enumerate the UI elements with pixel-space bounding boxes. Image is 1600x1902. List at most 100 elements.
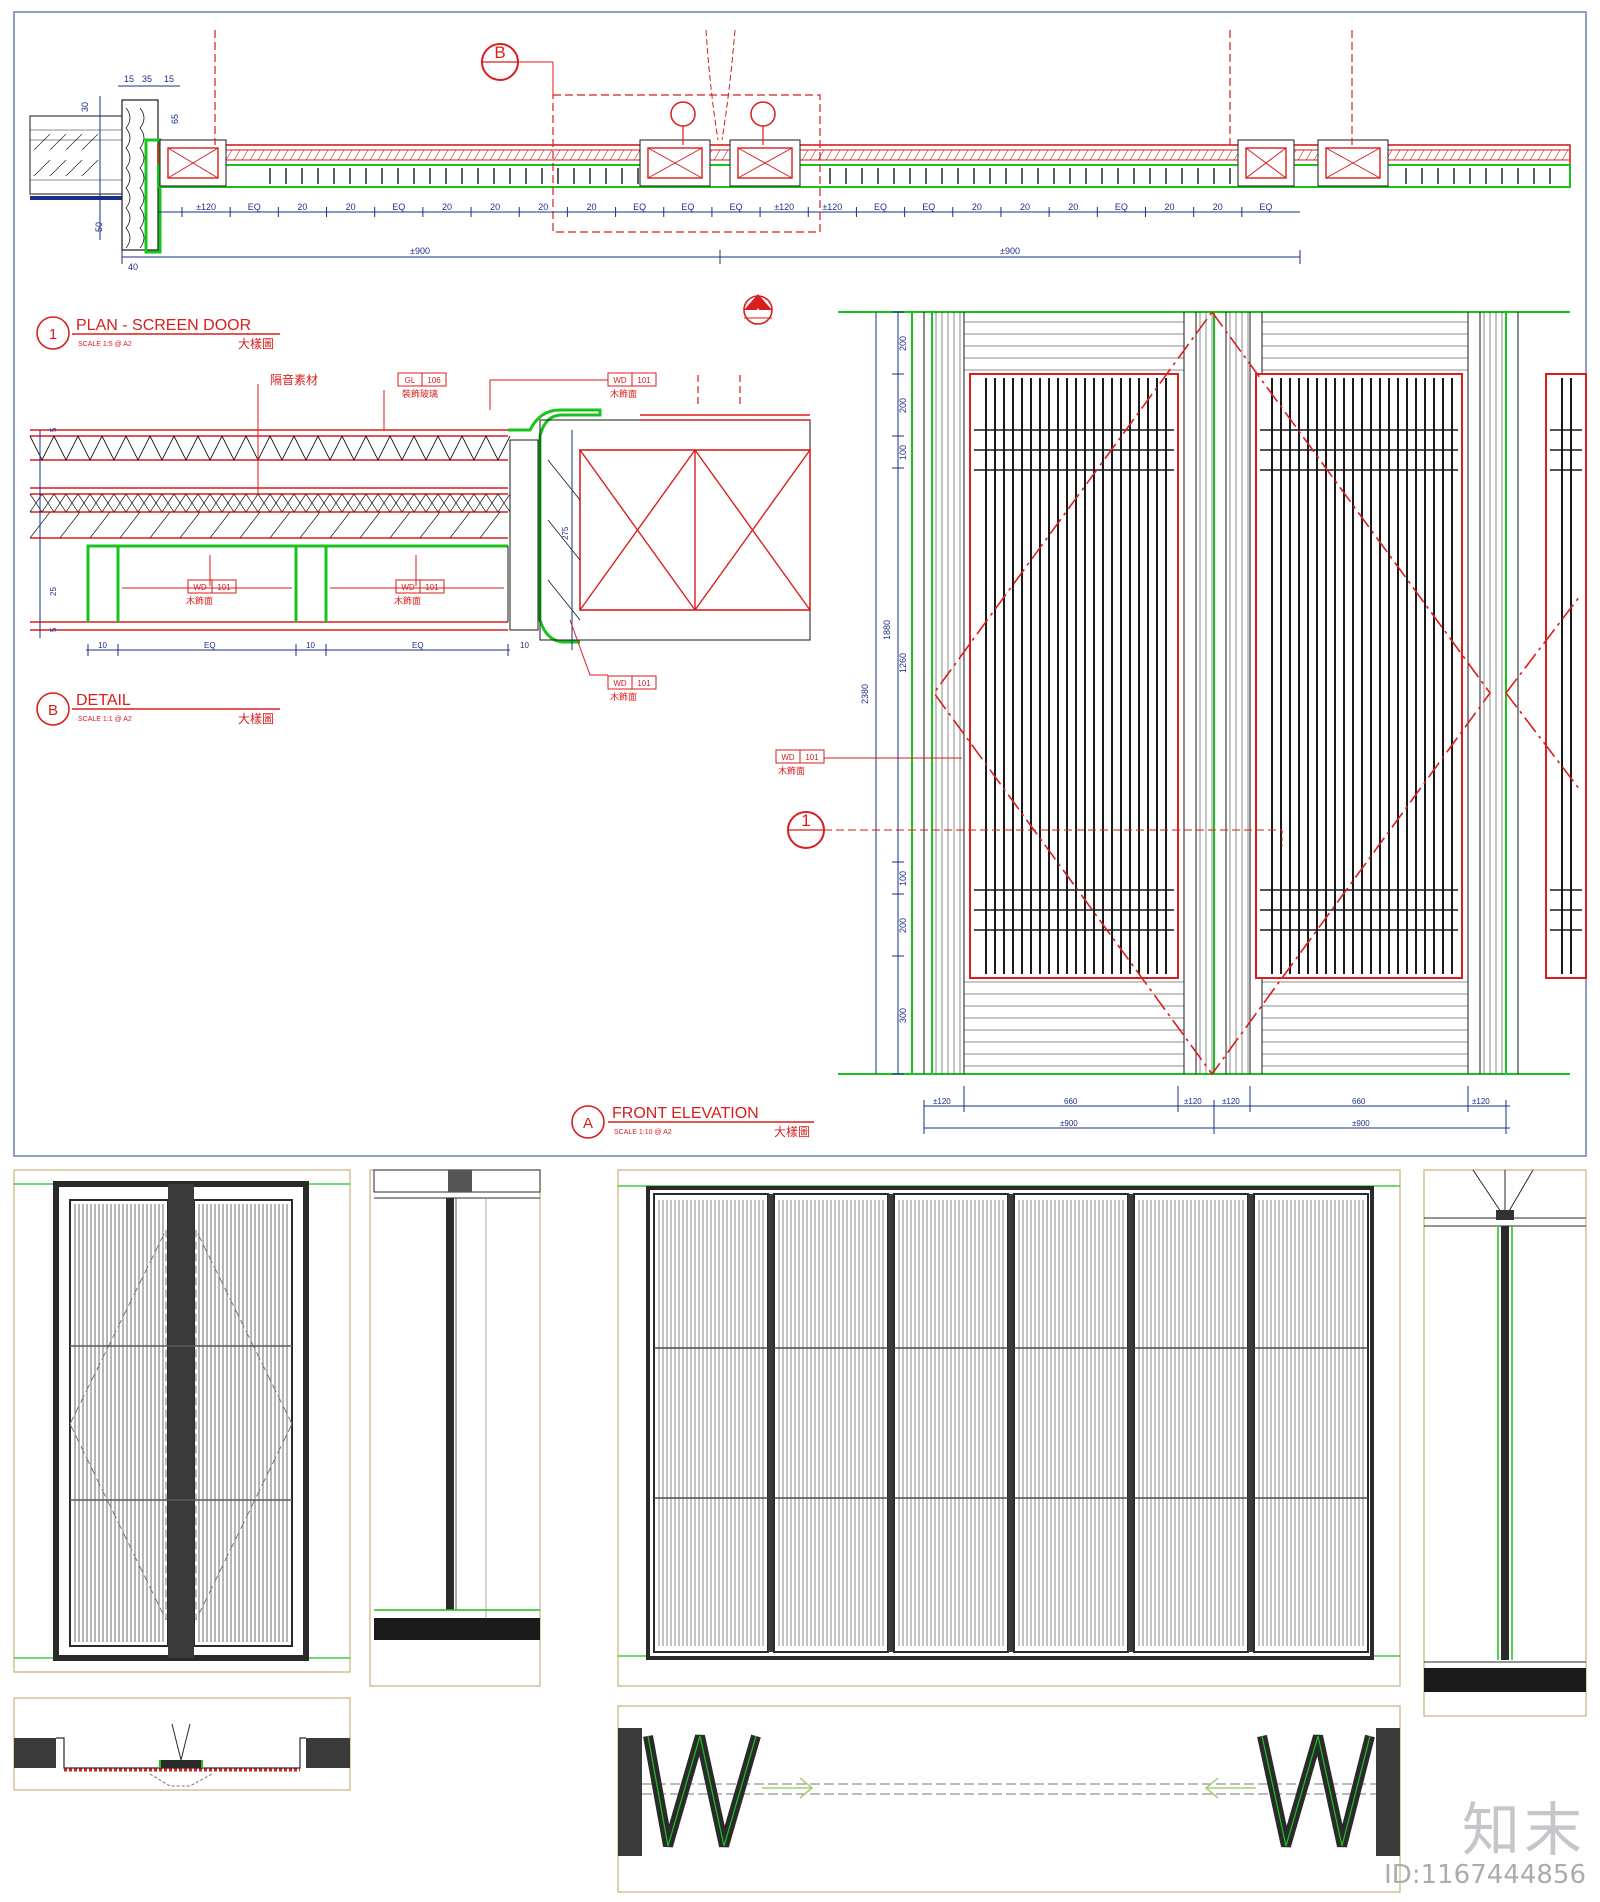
plan-dim-label: ±120 xyxy=(774,202,794,212)
plan-dim-label: EQ xyxy=(1115,202,1128,212)
elev-v-dim: 200 xyxy=(898,398,908,413)
watermark-id: ID:1167444856 xyxy=(1384,1860,1586,1890)
section-a-marker: A xyxy=(754,307,762,319)
elev-bottom-dim-3: ±120 xyxy=(1184,1097,1202,1106)
svg-text:裝飾玻璃: 裝飾玻璃 xyxy=(402,388,438,400)
plan-title-number: 1 xyxy=(49,326,57,343)
detail-dim-h-3: 10 xyxy=(306,641,315,650)
elev-v-dim: 200 xyxy=(898,918,908,933)
elev-bottom-dim-6: ±120 xyxy=(1472,1097,1490,1106)
elevation-title-text: FRONT ELEVATION xyxy=(612,1105,759,1122)
svg-text:木飾面: 木飾面 xyxy=(186,595,213,607)
elevation-title-cn: 大樣圖 xyxy=(774,1124,810,1139)
plan-dim-label: 20 xyxy=(346,202,356,212)
svg-text:木飾面: 木飾面 xyxy=(394,595,421,607)
detail-dim-h-2: EQ xyxy=(204,641,216,650)
plan-top-dim-3: 15 xyxy=(164,74,174,84)
preview-six-panel-elevation xyxy=(618,1185,1400,1660)
plan-title-cn: 大樣圖 xyxy=(238,336,274,351)
plan-dim-label: 20 xyxy=(1165,202,1175,212)
plan-left-dim-2: 65 xyxy=(170,114,180,124)
svg-text:WD: WD xyxy=(781,753,795,762)
elev-bottom-dim-5: 660 xyxy=(1352,1097,1366,1106)
plan-dim-label: 20 xyxy=(1213,202,1223,212)
plan-dim-label: EQ xyxy=(729,202,742,212)
svg-text:木飾面: 木飾面 xyxy=(778,765,805,777)
elev-bottom-dim-4: ±120 xyxy=(1222,1097,1240,1106)
plan-dim-label: ±120 xyxy=(822,202,842,212)
detail-dim-h-5: 10 xyxy=(520,641,529,650)
plan-dim-label: ±120 xyxy=(196,202,216,212)
plan-title-block: 1 PLAN - SCREEN DOOR SCALE 1:5 @ A2 大樣圖 xyxy=(36,316,280,351)
svg-text:101: 101 xyxy=(637,376,651,385)
svg-text:101: 101 xyxy=(805,753,819,762)
elev-frame-height: 1880 xyxy=(882,620,892,640)
plan-top-dim-1: 15 xyxy=(124,74,134,84)
plan-title-scale: SCALE 1:5 @ A2 xyxy=(78,341,132,348)
plan-left-dim-4: 40 xyxy=(128,262,138,272)
plan-dim-label: 20 xyxy=(586,202,596,212)
plan-dim-label: EQ xyxy=(633,202,646,212)
svg-text:101: 101 xyxy=(217,583,231,592)
svg-text:WD: WD xyxy=(193,583,207,592)
plan-dim-label: 20 xyxy=(297,202,307,212)
svg-text:木飾面: 木飾面 xyxy=(610,388,637,400)
plan-dim-label: 20 xyxy=(442,202,452,212)
plan-dim-label: EQ xyxy=(1259,202,1272,212)
elev-v-dim: 100 xyxy=(898,871,908,886)
gl-106-tag: GL 106 裝飾玻璃 xyxy=(397,372,447,400)
detail-dim-v-4: 275 xyxy=(561,526,570,540)
elev-bottom-dim-2: 660 xyxy=(1064,1097,1078,1106)
plan-left-dim-1: 30 xyxy=(80,102,90,112)
svg-text:GL: GL xyxy=(405,376,416,385)
svg-text:WD: WD xyxy=(613,679,627,688)
elev-bottom-total-2: ±900 xyxy=(1352,1119,1370,1128)
svg-text:WD: WD xyxy=(401,583,415,592)
plan-dim-label: EQ xyxy=(681,202,694,212)
wd-101-tag-right: WD 101 木飾面 xyxy=(394,579,445,607)
plan-overall-dim-1: ±900 xyxy=(410,246,430,256)
plan-dim-label: 20 xyxy=(490,202,500,212)
svg-text:106: 106 xyxy=(427,376,441,385)
detail-title-block: B DETAIL SCALE 1:1 @ A2 大樣圖 xyxy=(36,692,280,726)
plan-overall-dim-2: ±900 xyxy=(1000,246,1020,256)
elevation-title-number: A xyxy=(583,1115,593,1132)
plan-left-dim-3: 50 xyxy=(94,222,104,232)
preview-two-panel-door xyxy=(14,1181,350,1661)
watermark: 知末 ID:1167444856 xyxy=(1384,1800,1586,1890)
detail-dim-v-1: 5 xyxy=(49,427,58,432)
svg-text:101: 101 xyxy=(637,679,651,688)
elev-wd-101-tag: WD 101 木飾面 xyxy=(775,749,962,777)
plan-screen-door: B ±120 EQ 20 20 EQ 20 20 20 20 EQ EQ EQ ±120 ±120 EQ EQ… xyxy=(29,29,1571,272)
preview-folding-door-plan xyxy=(618,1728,1400,1856)
elev-v-dim: 200 xyxy=(898,336,908,351)
detail-title-scale: SCALE 1:1 @ A2 xyxy=(78,716,132,723)
svg-text:木飾面: 木飾面 xyxy=(610,691,637,703)
svg-text:WD: WD xyxy=(613,376,627,385)
plan-dim-label: 20 xyxy=(538,202,548,212)
watermark-logo: 知末 xyxy=(1461,1796,1586,1864)
elevation-title-scale: SCALE 1:10 @ A2 xyxy=(614,1129,672,1136)
preview-small-plan xyxy=(14,1723,350,1787)
plan-dim-label: EQ xyxy=(392,202,405,212)
elev-v-dim: 300 xyxy=(898,1008,908,1023)
detail-dim-h-1: 10 xyxy=(98,641,107,650)
plan-dim-label: EQ xyxy=(874,202,887,212)
section-b-label: B xyxy=(494,43,505,62)
plan-title-text: PLAN - SCREEN DOOR xyxy=(76,317,251,334)
elevation-title-block: A FRONT ELEVATION SCALE 1:10 @ A2 大樣圖 xyxy=(571,1105,814,1139)
elev-overall-height: 2380 xyxy=(860,684,870,704)
detail-dim-v-2: 25 xyxy=(49,587,58,596)
detail-title-cn: 大樣圖 xyxy=(238,711,274,726)
elev-v-dim: 1260 xyxy=(898,653,908,673)
wd-101-tag-left: WD 101 木飾面 xyxy=(186,579,237,607)
acoustic-zigzag xyxy=(29,434,511,462)
wd-101-tag-bottom: WD 101 木飾面 xyxy=(569,619,657,703)
detail-dim-h-4: EQ xyxy=(412,641,424,650)
elev-bottom-total-1: ±900 xyxy=(1060,1119,1078,1128)
detail-title-text: DETAIL xyxy=(76,692,131,709)
plan-dim-label: 20 xyxy=(972,202,982,212)
plan-dim-label: 20 xyxy=(1068,202,1078,212)
